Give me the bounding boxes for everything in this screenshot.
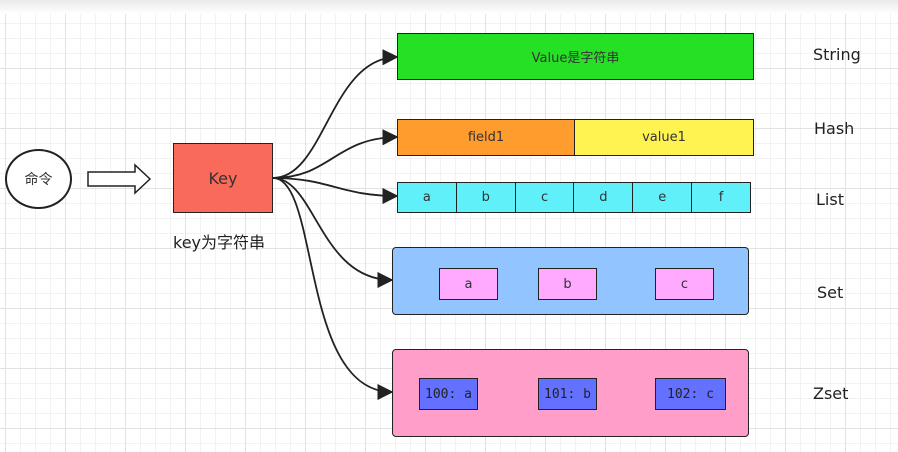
connector-set <box>272 177 394 289</box>
command-node: 命令 <box>5 149 72 209</box>
top-bar <box>0 0 898 14</box>
connector-string <box>272 49 399 179</box>
hash-value-cell: value1 <box>575 120 753 155</box>
key-caption: key为字符串 <box>173 233 266 252</box>
string-value-box: Value是字符串 <box>397 33 754 80</box>
zset-item: 102: c <box>655 378 726 410</box>
list-item: c <box>516 183 575 212</box>
list-item: d <box>574 183 634 212</box>
set-item: c <box>655 268 714 300</box>
list-item: e <box>633 183 693 212</box>
command-label: 命令 <box>24 172 53 188</box>
string-value-label: Value是字符串 <box>531 51 620 66</box>
type-label-set: Set <box>817 283 844 302</box>
type-label-list: List <box>816 190 844 209</box>
set-item: b <box>538 268 597 300</box>
command-to-key-arrow <box>87 163 152 195</box>
hash-field-label: field1 <box>467 130 505 145</box>
connector-list <box>272 177 399 205</box>
zset-item: 101: b <box>538 378 597 410</box>
hash-box: field1 value1 <box>397 119 754 156</box>
key-label: Key <box>208 168 238 188</box>
key-node: Key <box>173 143 273 213</box>
list-item: a <box>398 183 457 212</box>
connector-hash <box>272 129 399 179</box>
type-label-zset: Zset <box>813 384 849 403</box>
list-box: a b c d e f <box>397 182 751 213</box>
zset-container: 100: a 101: b 102: c <box>392 349 749 437</box>
hash-field-cell: field1 <box>398 120 575 155</box>
zset-item: 100: a <box>419 378 478 410</box>
list-item: f <box>718 190 724 205</box>
set-container: a b c <box>392 247 749 315</box>
list-item: b <box>457 183 516 212</box>
set-item: a <box>439 268 498 300</box>
type-label-string: String <box>813 45 861 64</box>
hash-value-label: value1 <box>642 130 686 145</box>
connector-zset <box>272 177 394 401</box>
type-label-hash: Hash <box>814 119 855 138</box>
